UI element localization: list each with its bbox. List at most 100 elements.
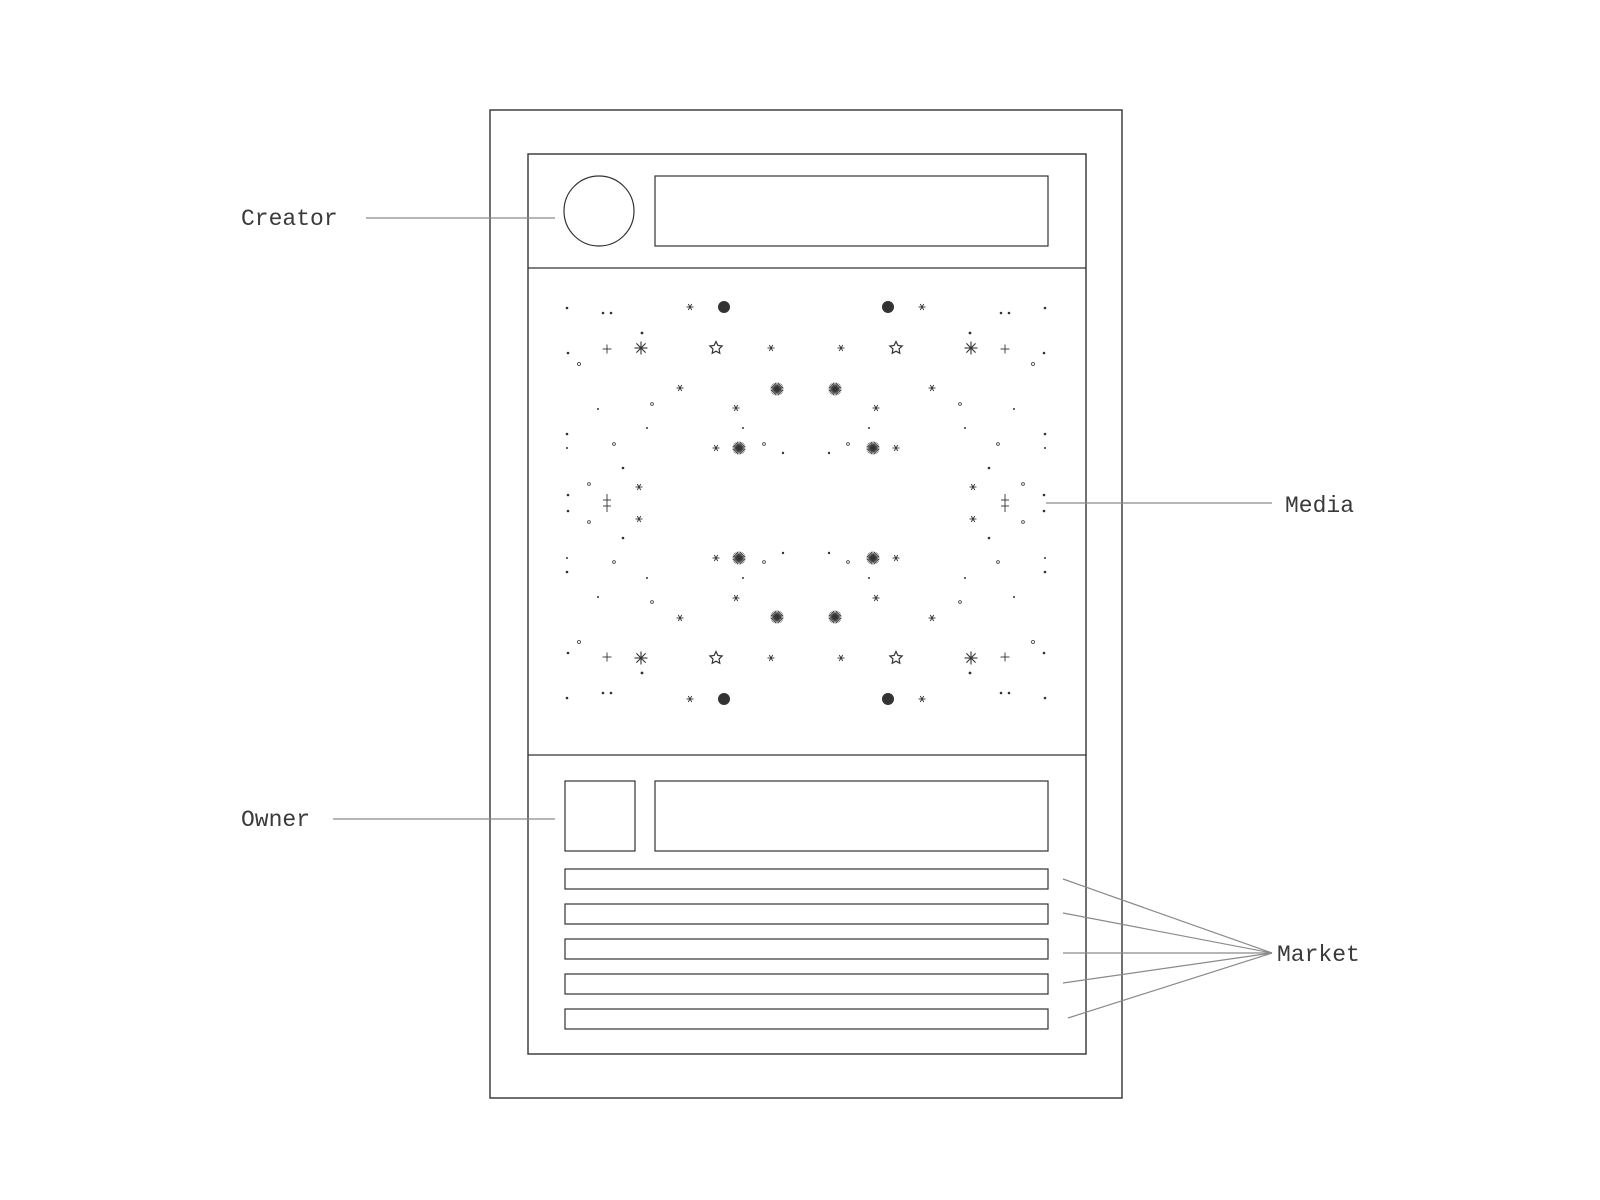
leader-lines — [333, 217, 1273, 1019]
market-row[interactable] — [564, 973, 1049, 995]
creator-section — [563, 175, 1049, 247]
market-row[interactable] — [564, 868, 1049, 890]
media-star-glyph — [708, 650, 724, 665]
outer-frame — [489, 109, 1123, 1099]
creator-name-box[interactable] — [654, 175, 1049, 247]
media-asterisk-glyph — [712, 554, 720, 562]
owner-name-box[interactable] — [654, 780, 1049, 852]
media-asterisk-glyph — [635, 515, 643, 523]
media-asterisk-glyph — [712, 444, 720, 452]
media-ring-glyph — [577, 640, 581, 644]
media-ring-glyph — [1021, 520, 1025, 524]
media-burst-glyph — [718, 693, 730, 705]
media-dot-glyph — [964, 427, 966, 429]
creator-label: Creator — [241, 206, 338, 232]
media-asterisk-glyph — [686, 695, 694, 703]
media-dot-glyph — [566, 493, 570, 497]
owner-label: Owner — [241, 807, 310, 833]
creator-avatar[interactable] — [563, 175, 635, 247]
market-row[interactable] — [564, 938, 1049, 960]
media-dagger-glyph — [603, 494, 611, 512]
media-dot-glyph — [601, 311, 605, 315]
card-frame — [527, 153, 1087, 1055]
media-label: Media — [1285, 493, 1354, 519]
media-ring-glyph — [958, 402, 962, 406]
media-asterisk-glyph — [837, 654, 845, 662]
media-asterisk-glyph — [635, 483, 643, 491]
media-dot-glyph — [742, 427, 744, 429]
media-asterisk-glyph — [634, 341, 648, 355]
media-dot-glyph — [565, 696, 569, 700]
market-row[interactable] — [564, 1008, 1049, 1030]
media-dot-glyph — [565, 306, 569, 310]
media-dot-glyph — [781, 451, 785, 455]
media-sun-glyph — [866, 441, 880, 455]
media-asterisk-glyph — [964, 651, 978, 665]
media-ring-glyph — [996, 560, 1000, 564]
media-ring-glyph — [612, 442, 616, 446]
media-asterisk-glyph — [872, 594, 880, 602]
media-dot-glyph — [1043, 306, 1047, 310]
media-asterisk-glyph — [634, 651, 648, 665]
media-sun-glyph — [732, 441, 746, 455]
media-artwork[interactable] — [565, 301, 1047, 705]
media-dot-glyph — [999, 311, 1003, 315]
media-sun-glyph — [866, 551, 880, 565]
media-burst-glyph — [718, 301, 730, 313]
media-dot-glyph — [1042, 509, 1046, 513]
media-ring-glyph — [587, 482, 591, 486]
media-dot-glyph — [968, 331, 972, 335]
media-dot-glyph — [1043, 570, 1047, 574]
media-ring-glyph — [1021, 482, 1025, 486]
media-sun-glyph — [828, 610, 842, 624]
media-dot-glyph — [1007, 691, 1011, 695]
market-leader-line — [1067, 952, 1273, 1019]
media-dot-glyph — [1042, 351, 1046, 355]
media-plus-glyph — [602, 344, 612, 354]
media-dot-glyph — [566, 351, 570, 355]
media-asterisk-glyph — [928, 614, 936, 622]
media-ring-glyph — [996, 442, 1000, 446]
media-sun-glyph — [770, 610, 784, 624]
media-burst-glyph — [882, 301, 894, 313]
media-asterisk-glyph — [892, 444, 900, 452]
media-ring-glyph — [1031, 640, 1035, 644]
media-star-glyph — [888, 340, 904, 355]
market-label: Market — [1277, 942, 1360, 968]
media-sun-glyph — [770, 382, 784, 396]
media-asterisk-glyph — [969, 483, 977, 491]
media-dot-glyph — [868, 427, 870, 429]
media-asterisk-glyph — [676, 384, 684, 392]
media-asterisk-glyph — [686, 303, 694, 311]
media-dot-glyph — [597, 408, 599, 410]
media-ring-glyph — [587, 520, 591, 524]
media-asterisk-glyph — [767, 344, 775, 352]
media-dot-glyph — [987, 466, 991, 470]
media-asterisk-glyph — [837, 344, 845, 352]
media-dot-glyph — [868, 577, 870, 579]
media-dot-glyph — [566, 447, 568, 449]
owner-avatar[interactable] — [564, 780, 636, 852]
media-dot-glyph — [597, 596, 599, 598]
media-dot-glyph — [566, 509, 570, 513]
media-dot-glyph — [742, 577, 744, 579]
media-ring-glyph — [762, 442, 766, 446]
media-dot-glyph — [964, 577, 966, 579]
media-ring-glyph — [612, 560, 616, 564]
media-dot-glyph — [1044, 557, 1046, 559]
media-ring-glyph — [1031, 362, 1035, 366]
media-dot-glyph — [1013, 408, 1015, 410]
media-ring-glyph — [846, 442, 850, 446]
media-dot-glyph — [999, 691, 1003, 695]
media-plus-glyph — [1000, 652, 1010, 662]
media-dot-glyph — [987, 536, 991, 540]
media-asterisk-glyph — [732, 594, 740, 602]
media-sun-glyph — [828, 382, 842, 396]
media-asterisk-glyph — [918, 303, 926, 311]
market-row[interactable] — [564, 903, 1049, 925]
market-leader-line — [1062, 912, 1273, 954]
media-plus-glyph — [1000, 344, 1010, 354]
media-asterisk-glyph — [928, 384, 936, 392]
market-leader-line — [1062, 952, 1273, 984]
media-dot-glyph — [1042, 493, 1046, 497]
